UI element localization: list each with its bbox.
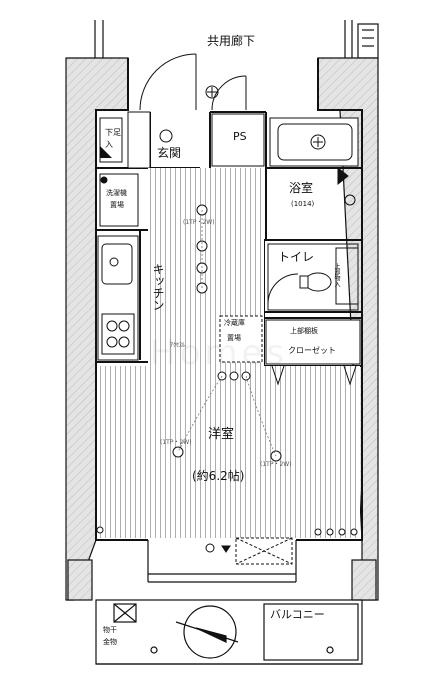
entrance-door: [139, 53, 247, 111]
entrance-floor: [127, 111, 151, 169]
bathroom-size-label: (1014): [291, 200, 315, 208]
window-marks: [221, 537, 293, 565]
fridge-space: [219, 315, 263, 363]
outlet-mark-3: (1TP・2W): [260, 461, 292, 468]
toilet-label: トイレ: [278, 250, 315, 264]
western-room-floor: [98, 366, 360, 538]
fridge-label-2: 置場: [227, 334, 241, 342]
shoe-box: [99, 117, 123, 163]
panel-label: ｱｸｾｽﾙ: [170, 342, 186, 349]
common-hallway-label: 共用廊下: [207, 34, 256, 48]
closet-label: クローゼット: [288, 346, 336, 355]
kitchen-label: キッチン: [151, 263, 165, 311]
outlet-mark-2: (1TP・2W): [160, 439, 192, 446]
washer-label-1: 洗濯機: [106, 189, 127, 197]
bathroom-label: 浴室: [289, 181, 314, 195]
watermark: Homes: [150, 333, 289, 373]
pipe-space: [211, 113, 265, 167]
loft-storage-label: 上部棚板: [290, 327, 318, 335]
entrance-label: 玄関: [157, 146, 182, 160]
fridge-label-1: 冷蔵庫: [224, 319, 245, 327]
bathroom-area: [269, 117, 359, 206]
shoe-box-mark: [100, 146, 112, 158]
balcony-label: バルコニー: [270, 608, 325, 621]
balcony-area: [95, 540, 363, 665]
western-room-label: 洋室: [208, 427, 235, 442]
toilet-area: [267, 243, 359, 311]
upper-storage-label: 上部物入: [333, 263, 340, 287]
shoe-box-label-1: 下足: [105, 128, 121, 137]
western-room-size-label: (約6.2帖): [192, 469, 245, 483]
drying-hardware-label-1: 物干: [103, 626, 117, 634]
closet-area: [265, 319, 361, 386]
shoe-box-label-2: 入: [105, 140, 113, 149]
drying-hardware-label-2: 金物: [103, 638, 117, 646]
outlet-mark-1: (1TP・2W): [183, 219, 215, 226]
washer-area: [99, 173, 139, 227]
wiring-lines: [177, 210, 277, 457]
washer-label-2: 置場: [110, 201, 124, 209]
common-hallway-area: [94, 20, 379, 59]
pipe-space-label: PS: [233, 130, 247, 143]
entrance-hall-floor: [150, 168, 210, 178]
kitchen-counter: [97, 235, 139, 361]
